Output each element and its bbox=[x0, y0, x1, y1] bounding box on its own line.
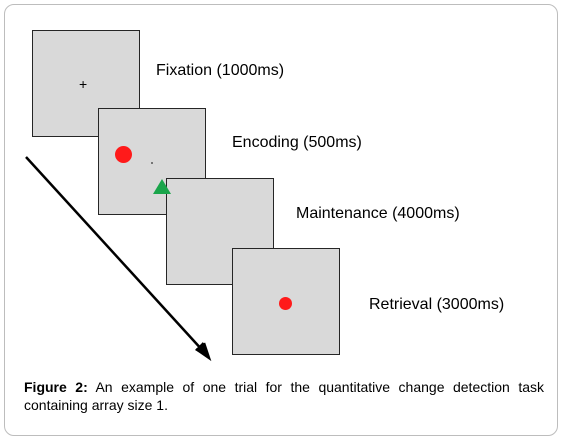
stage-label-encoding: Encoding (500ms) bbox=[232, 134, 362, 151]
retrieval-red-circle-icon bbox=[279, 297, 292, 310]
encoding-red-circle-icon bbox=[115, 146, 132, 163]
fixation-cross: + bbox=[79, 76, 88, 92]
encoding-center-dot bbox=[151, 162, 153, 164]
encoding-green-triangle-icon bbox=[153, 179, 171, 194]
caption-label: Figure 2: bbox=[24, 379, 88, 395]
stage-label-maintenance: Maintenance (4000ms) bbox=[296, 205, 460, 222]
stage-label-fixation: Fixation (1000ms) bbox=[156, 62, 285, 79]
stage-label-retrieval: Retrieval (3000ms) bbox=[369, 296, 505, 313]
caption-text: An example of one trial for the quantita… bbox=[24, 379, 544, 413]
figure-caption: Figure 2: An example of one trial for th… bbox=[24, 378, 544, 414]
